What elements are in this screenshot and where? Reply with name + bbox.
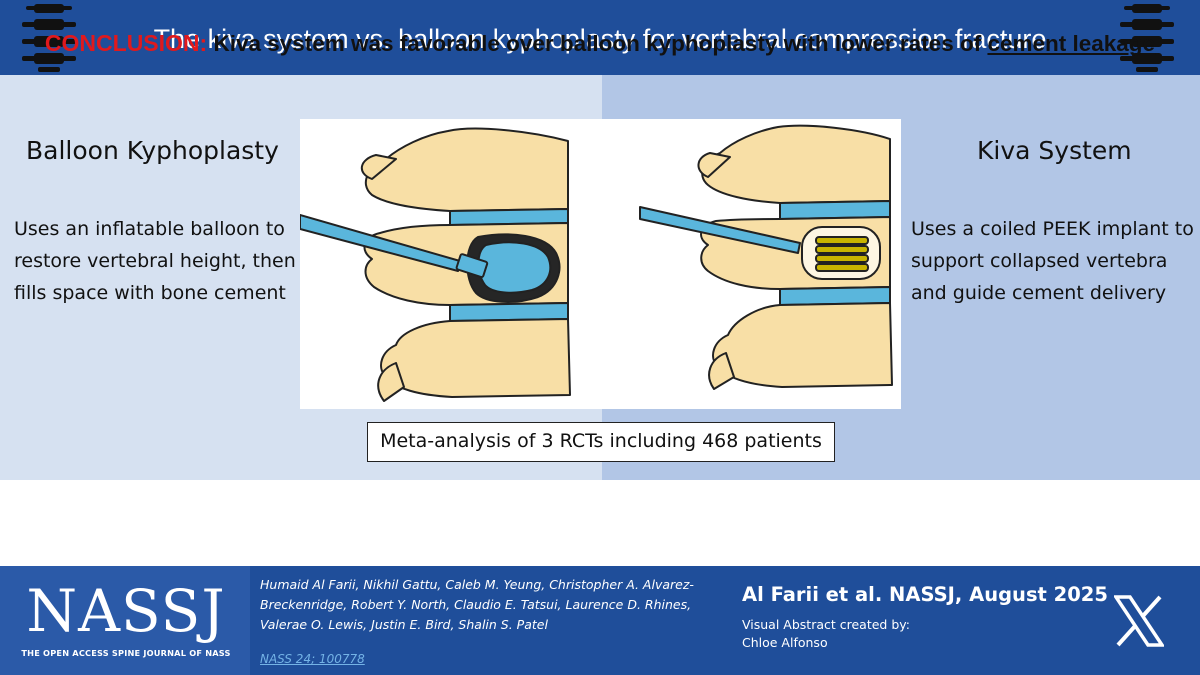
journal-logo-text: NASSJ (26, 577, 226, 645)
spine-icon (1120, 4, 1174, 72)
journal-logo (0, 566, 250, 675)
x-logo-icon[interactable] (1114, 595, 1164, 647)
vertebra-illustration (300, 119, 901, 409)
kiva-heading: Kiva System (977, 136, 1132, 165)
page-title: The kiva system vs. balloon kyphoplasty … (153, 24, 1047, 54)
author-list: Humaid Al Farii, Nikhil Gattu, Caleb M. … (260, 577, 694, 632)
citation: Al Farii et al. NASSJ, August 2025 (742, 583, 1108, 606)
conclusion-text: CONCLUSION: Kiva system was favorable ov… (0, 30, 1200, 57)
conclusion-body: Kiva system was favorable over balloon k… (207, 31, 988, 56)
kiva-description: Uses a coiled PEEK implant to support co… (911, 218, 1194, 304)
conclusion-section (0, 480, 1200, 566)
conclusion-emphasis: cement leakage (987, 31, 1156, 56)
conclusion-label: CONCLUSION: (44, 30, 208, 56)
balloon-heading: Balloon Kyphoplasty (26, 136, 279, 165)
journal-logo-subtitle: THE OPEN ACCESS SPINE JOURNAL OF NASS (21, 648, 231, 658)
balloon-description: Uses an inflatable balloon to restore ve… (14, 218, 296, 304)
kiva-system-diagram (639, 124, 893, 390)
balloon-kyphoplasty-diagram (300, 127, 571, 402)
credit-label: Visual Abstract created by: (742, 617, 910, 632)
article-link[interactable]: NASS 24; 100778 (260, 652, 365, 666)
spine-icon (22, 4, 76, 72)
header-bar (0, 0, 1200, 75)
credit-name: Chloe Alfonso (742, 635, 828, 650)
meta-analysis-box: Meta-analysis of 3 RCTs including 468 pa… (367, 422, 835, 462)
